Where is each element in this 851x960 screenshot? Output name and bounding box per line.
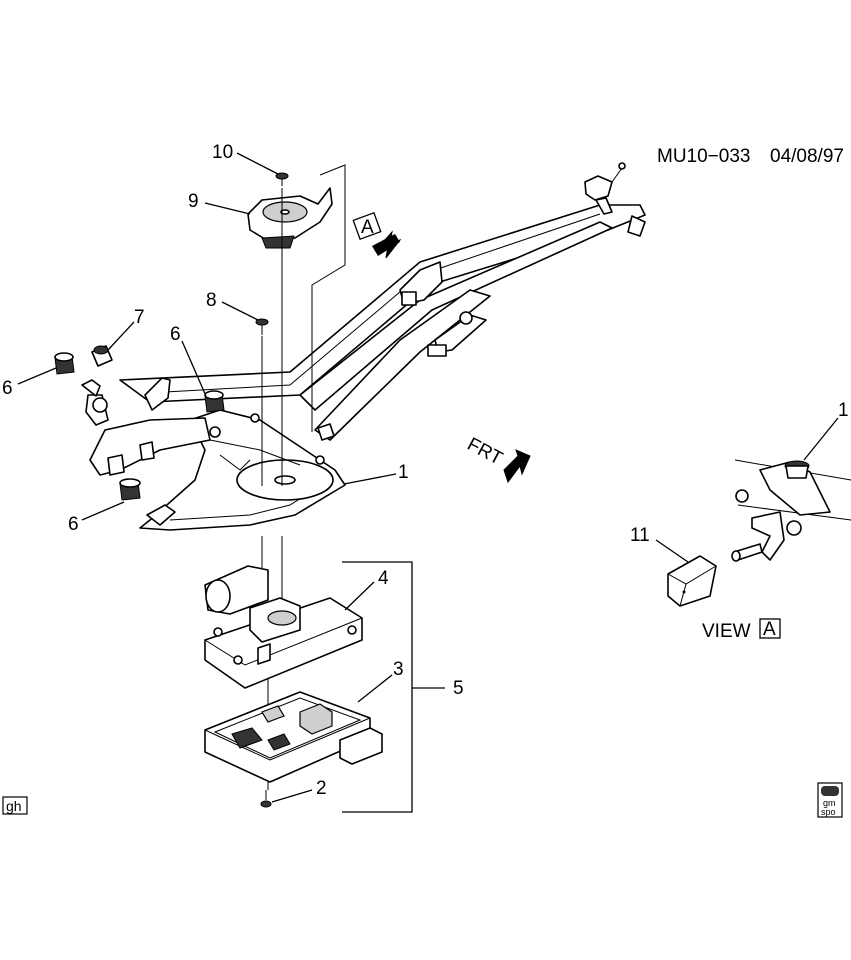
- cover-9: [247, 187, 333, 249]
- grommet-7: [91, 345, 113, 367]
- callout-1-main: 1: [398, 462, 409, 483]
- drawing-date: 04/08/97: [770, 146, 844, 167]
- mounting-bracket: [81, 377, 346, 531]
- callout-6-lower: 6: [68, 514, 79, 535]
- callout-8: 8: [206, 290, 217, 311]
- motor-assembly-4: [204, 565, 363, 689]
- view-letter-box: [759, 618, 781, 639]
- screw-10: [275, 172, 289, 186]
- callout-2: 2: [316, 778, 327, 799]
- corner-badge-right-line1: gm: [823, 798, 836, 808]
- callout-1-view: 1: [838, 400, 849, 421]
- callout-6-mid: 6: [170, 324, 181, 345]
- front-direction-arrow: FRT: [464, 434, 531, 484]
- callout-9: 9: [188, 191, 199, 212]
- housing-3: [204, 691, 383, 783]
- callout-11: 11: [630, 525, 650, 546]
- view-a-arrow: A: [352, 212, 402, 259]
- corner-badge-left: gh: [2, 796, 28, 815]
- group-bracket-5: [342, 561, 413, 813]
- view-a-inset: [667, 459, 851, 607]
- callout-6-left: 6: [2, 378, 13, 399]
- view-letter: A: [763, 619, 776, 640]
- grommet-mid: [204, 390, 225, 413]
- corner-badge-right: gm spo: [817, 782, 843, 818]
- callout-3: 3: [393, 659, 404, 680]
- wiper-linkage-frame: [119, 162, 646, 441]
- screw-2: [260, 790, 272, 808]
- drawing-id: MU10−033: [657, 146, 750, 167]
- grommet-left: [54, 352, 75, 375]
- front-label: FRT: [464, 434, 507, 470]
- callout-10: 10: [212, 142, 233, 163]
- callout-7: 7: [134, 307, 145, 328]
- view-title: VIEW: [702, 621, 751, 642]
- corner-badge-right-line2: spo: [821, 807, 836, 817]
- callout-leaders: [17, 152, 839, 803]
- corner-badge-left-text: gh: [6, 798, 22, 814]
- callout-5: 5: [453, 678, 464, 699]
- callout-4: 4: [378, 568, 389, 589]
- view-ref-letter: A: [361, 217, 374, 238]
- grommet-lower: [119, 478, 141, 501]
- screw-8: [255, 318, 269, 335]
